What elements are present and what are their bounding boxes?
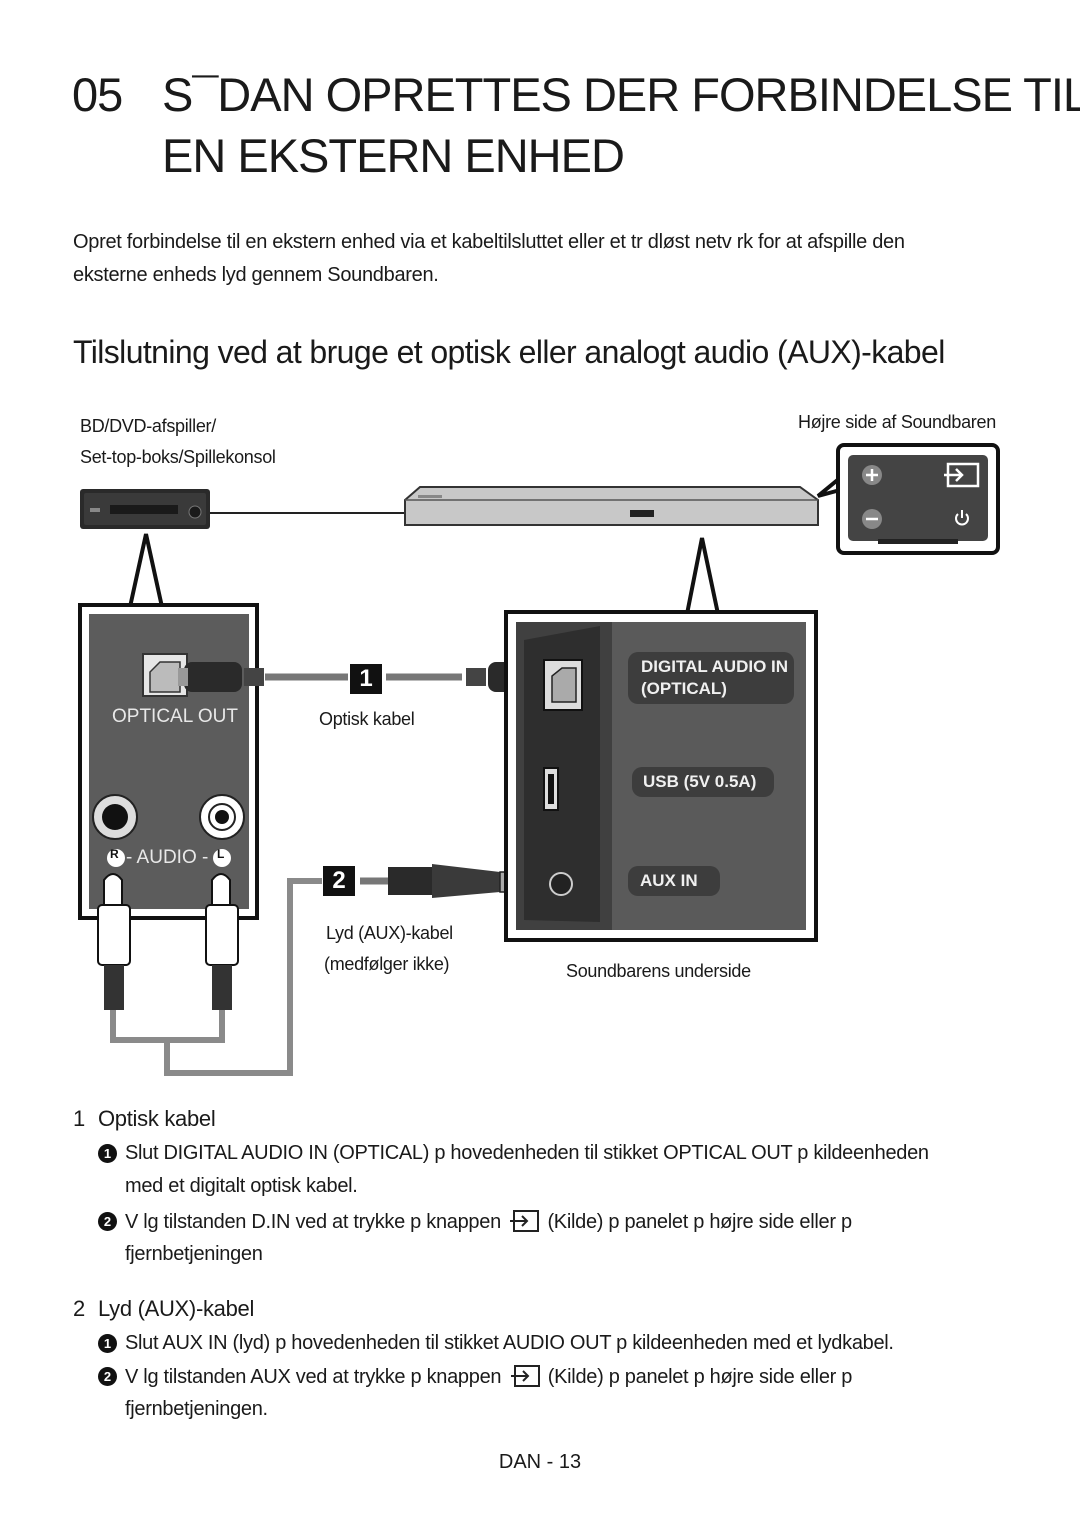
- section-heading: Tilslutning ved at bruge et optisk eller…: [73, 334, 945, 370]
- section-2-number: 2: [73, 1296, 85, 1321]
- source-back-panel: [78, 603, 259, 920]
- marker-2: 2: [332, 867, 346, 894]
- marker-2-box: [323, 866, 355, 896]
- step-bullet: 2: [98, 1367, 117, 1386]
- section-2-step-1-line-1: Slut AUX IN (lyd) p hovedenheden til sti…: [125, 1332, 894, 1354]
- section-2-step-2-line-1: V lg tilstanden AUX ved at trykke p knap…: [125, 1365, 852, 1389]
- optical-cable-label: Optisk kabel: [319, 709, 415, 729]
- source-device-label-1: BD/DVD-afspiller/: [80, 416, 216, 436]
- right-side-label: Højre side af Soundbaren: [798, 412, 996, 432]
- intro-line-2: eksterne enheds lyd gennem Soundbaren.: [73, 264, 439, 286]
- soundbar-underside-panel: [504, 610, 818, 942]
- chapter-number: 05: [72, 68, 123, 121]
- soundbar-icon: [404, 486, 819, 526]
- step-bullet: 2: [98, 1212, 117, 1231]
- step-text-pre: V lg tilstanden D.IN ved at trykke p kna…: [125, 1211, 501, 1233]
- section-2-step-2-line-2: fjernbetjeningen.: [125, 1398, 268, 1420]
- marker-1: 1: [359, 665, 373, 692]
- chapter-title-line-2: EN EKSTERN ENHED: [162, 129, 625, 182]
- section-1-title: Optisk kabel: [98, 1106, 216, 1131]
- usb-port-label: USB (5V 0.5A): [643, 772, 757, 791]
- source-icon: [510, 1365, 540, 1387]
- section-1-step-1-line-2: med et digitalt optisk kabel.: [125, 1175, 358, 1197]
- source-icon: [510, 1210, 540, 1232]
- step-text-post: (Kilde) p panelet p højre side eller p: [547, 1211, 852, 1233]
- intro-line-1: Opret forbindelse til en ekstern enhed v…: [73, 231, 905, 253]
- player-device-icon: [80, 489, 210, 529]
- audio-port-label: - AUDIO -: [126, 847, 209, 868]
- section-1-number: 1: [73, 1106, 85, 1131]
- connection-diagram: [78, 443, 1000, 1076]
- step-text-post: (Kilde) p panelet p højre side eller p: [547, 1366, 853, 1388]
- right-side-panel-callout: [816, 443, 1000, 555]
- step-bullet: 1: [98, 1334, 117, 1353]
- section-1-step-2-line-2: fjernbetjeningen: [125, 1243, 263, 1265]
- section-2-title: Lyd (AUX)-kabel: [98, 1296, 255, 1321]
- audio-l-badge: L: [217, 847, 225, 861]
- page-number: DAN - 13: [498, 1451, 582, 1473]
- section-1-step-2-line-1: V lg tilstanden D.IN ved at trykke p kna…: [125, 1210, 852, 1234]
- marker-1-box: [350, 664, 382, 694]
- aux-cable-label-2: (medfølger ikke): [324, 954, 450, 974]
- source-device-label-2: Set-top-boks/Spillekonsol: [80, 447, 276, 467]
- underside-label: Soundbarens underside: [566, 961, 751, 981]
- digital-audio-in-label-2: (OPTICAL): [641, 679, 727, 698]
- step-bullet: 1: [98, 1144, 117, 1163]
- chapter-title-line-1: S¯DAN OPRETTES DER FORBINDELSE TIL: [162, 68, 1080, 121]
- aux-in-port-label: AUX IN: [640, 871, 698, 890]
- audio-r-badge: R: [110, 847, 119, 861]
- optical-out-port-label: OPTICAL OUT: [112, 706, 238, 727]
- section-1-step-1-line-1: Slut DIGITAL AUDIO IN (OPTICAL) p hovede…: [125, 1142, 929, 1164]
- aux-cable: [97, 864, 547, 1076]
- digital-audio-in-label-1: DIGITAL AUDIO IN: [641, 657, 789, 676]
- step-text-pre: V lg tilstanden AUX ved at trykke p knap…: [125, 1366, 502, 1388]
- aux-cable-label-1: Lyd (AUX)-kabel: [326, 923, 453, 943]
